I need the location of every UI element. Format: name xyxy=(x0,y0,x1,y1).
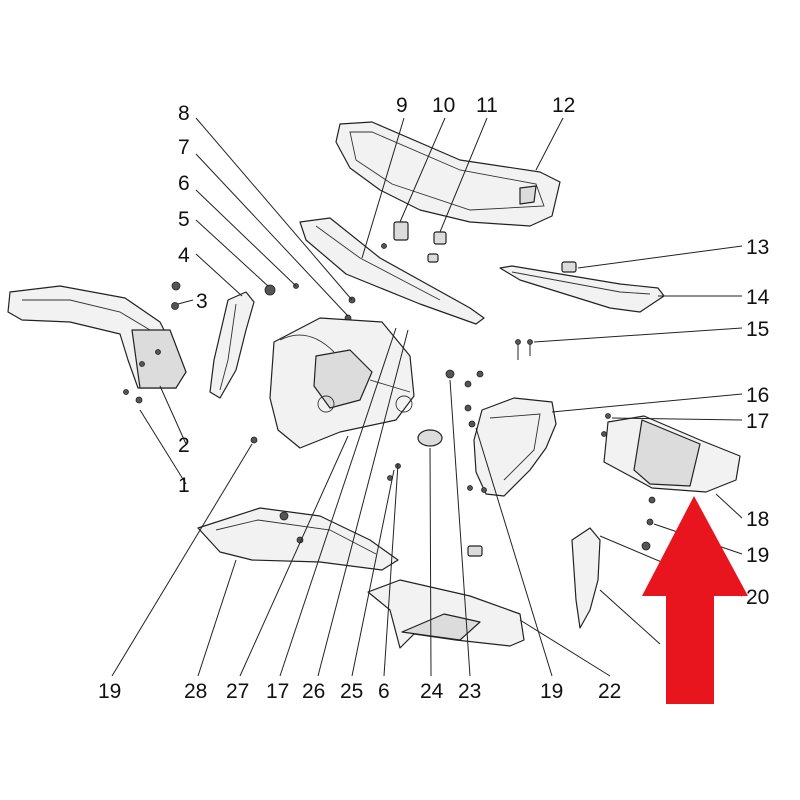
label-24: 24 xyxy=(420,680,444,703)
label-25: 25 xyxy=(340,680,363,703)
seat-bracket xyxy=(299,217,485,325)
label-15: 15 xyxy=(746,318,769,341)
label-20: 20 xyxy=(746,586,769,609)
label-27: 27 xyxy=(226,680,249,703)
label-19-right: 19 xyxy=(746,544,769,567)
label-4: 4 xyxy=(178,244,190,267)
label-14: 14 xyxy=(746,286,770,309)
label-10: 10 xyxy=(432,94,455,117)
front-fender xyxy=(7,285,187,389)
label-22: 22 xyxy=(598,680,621,703)
bolts-15 xyxy=(515,339,533,360)
label-19-bottom-right: 19 xyxy=(540,680,563,703)
label-18: 18 xyxy=(746,508,769,531)
label-7: 7 xyxy=(178,136,190,159)
label-13: 13 xyxy=(746,236,769,259)
label-28: 28 xyxy=(184,680,207,703)
label-6: 6 xyxy=(178,172,190,195)
center-bracket-assembly xyxy=(269,317,415,449)
label-5: 5 xyxy=(178,208,190,231)
rear-mudguard-flap xyxy=(571,527,661,645)
label-26: 26 xyxy=(302,680,325,703)
side-panel-right xyxy=(367,579,525,649)
side-panel-left xyxy=(197,507,399,571)
tail-light-housing xyxy=(601,413,741,526)
grommet-and-small-parts xyxy=(387,429,483,557)
label-12: 12 xyxy=(552,94,575,117)
label-16: 16 xyxy=(746,384,769,407)
label-8: 8 xyxy=(178,102,190,125)
label-11: 11 xyxy=(476,94,498,117)
label-6-bottom: 6 xyxy=(378,680,390,703)
label-17-bottom: 17 xyxy=(266,680,289,703)
fork-guard xyxy=(209,291,255,399)
part-number-labels: 1 2 3 4 5 6 7 8 9 10 11 12 13 14 15 16 1… xyxy=(98,94,770,703)
label-23: 23 xyxy=(458,680,481,703)
red-arrow-icon xyxy=(642,496,748,704)
label-2: 2 xyxy=(178,434,190,457)
rear-bracket xyxy=(445,369,557,497)
label-3: 3 xyxy=(196,290,208,313)
label-19-bottom-left: 19 xyxy=(98,680,121,703)
label-1: 1 xyxy=(178,474,190,497)
side-rail xyxy=(499,261,665,313)
seat-clips xyxy=(381,221,447,263)
seat xyxy=(335,121,561,227)
label-17-right: 17 xyxy=(746,410,769,433)
label-9: 9 xyxy=(396,94,408,117)
